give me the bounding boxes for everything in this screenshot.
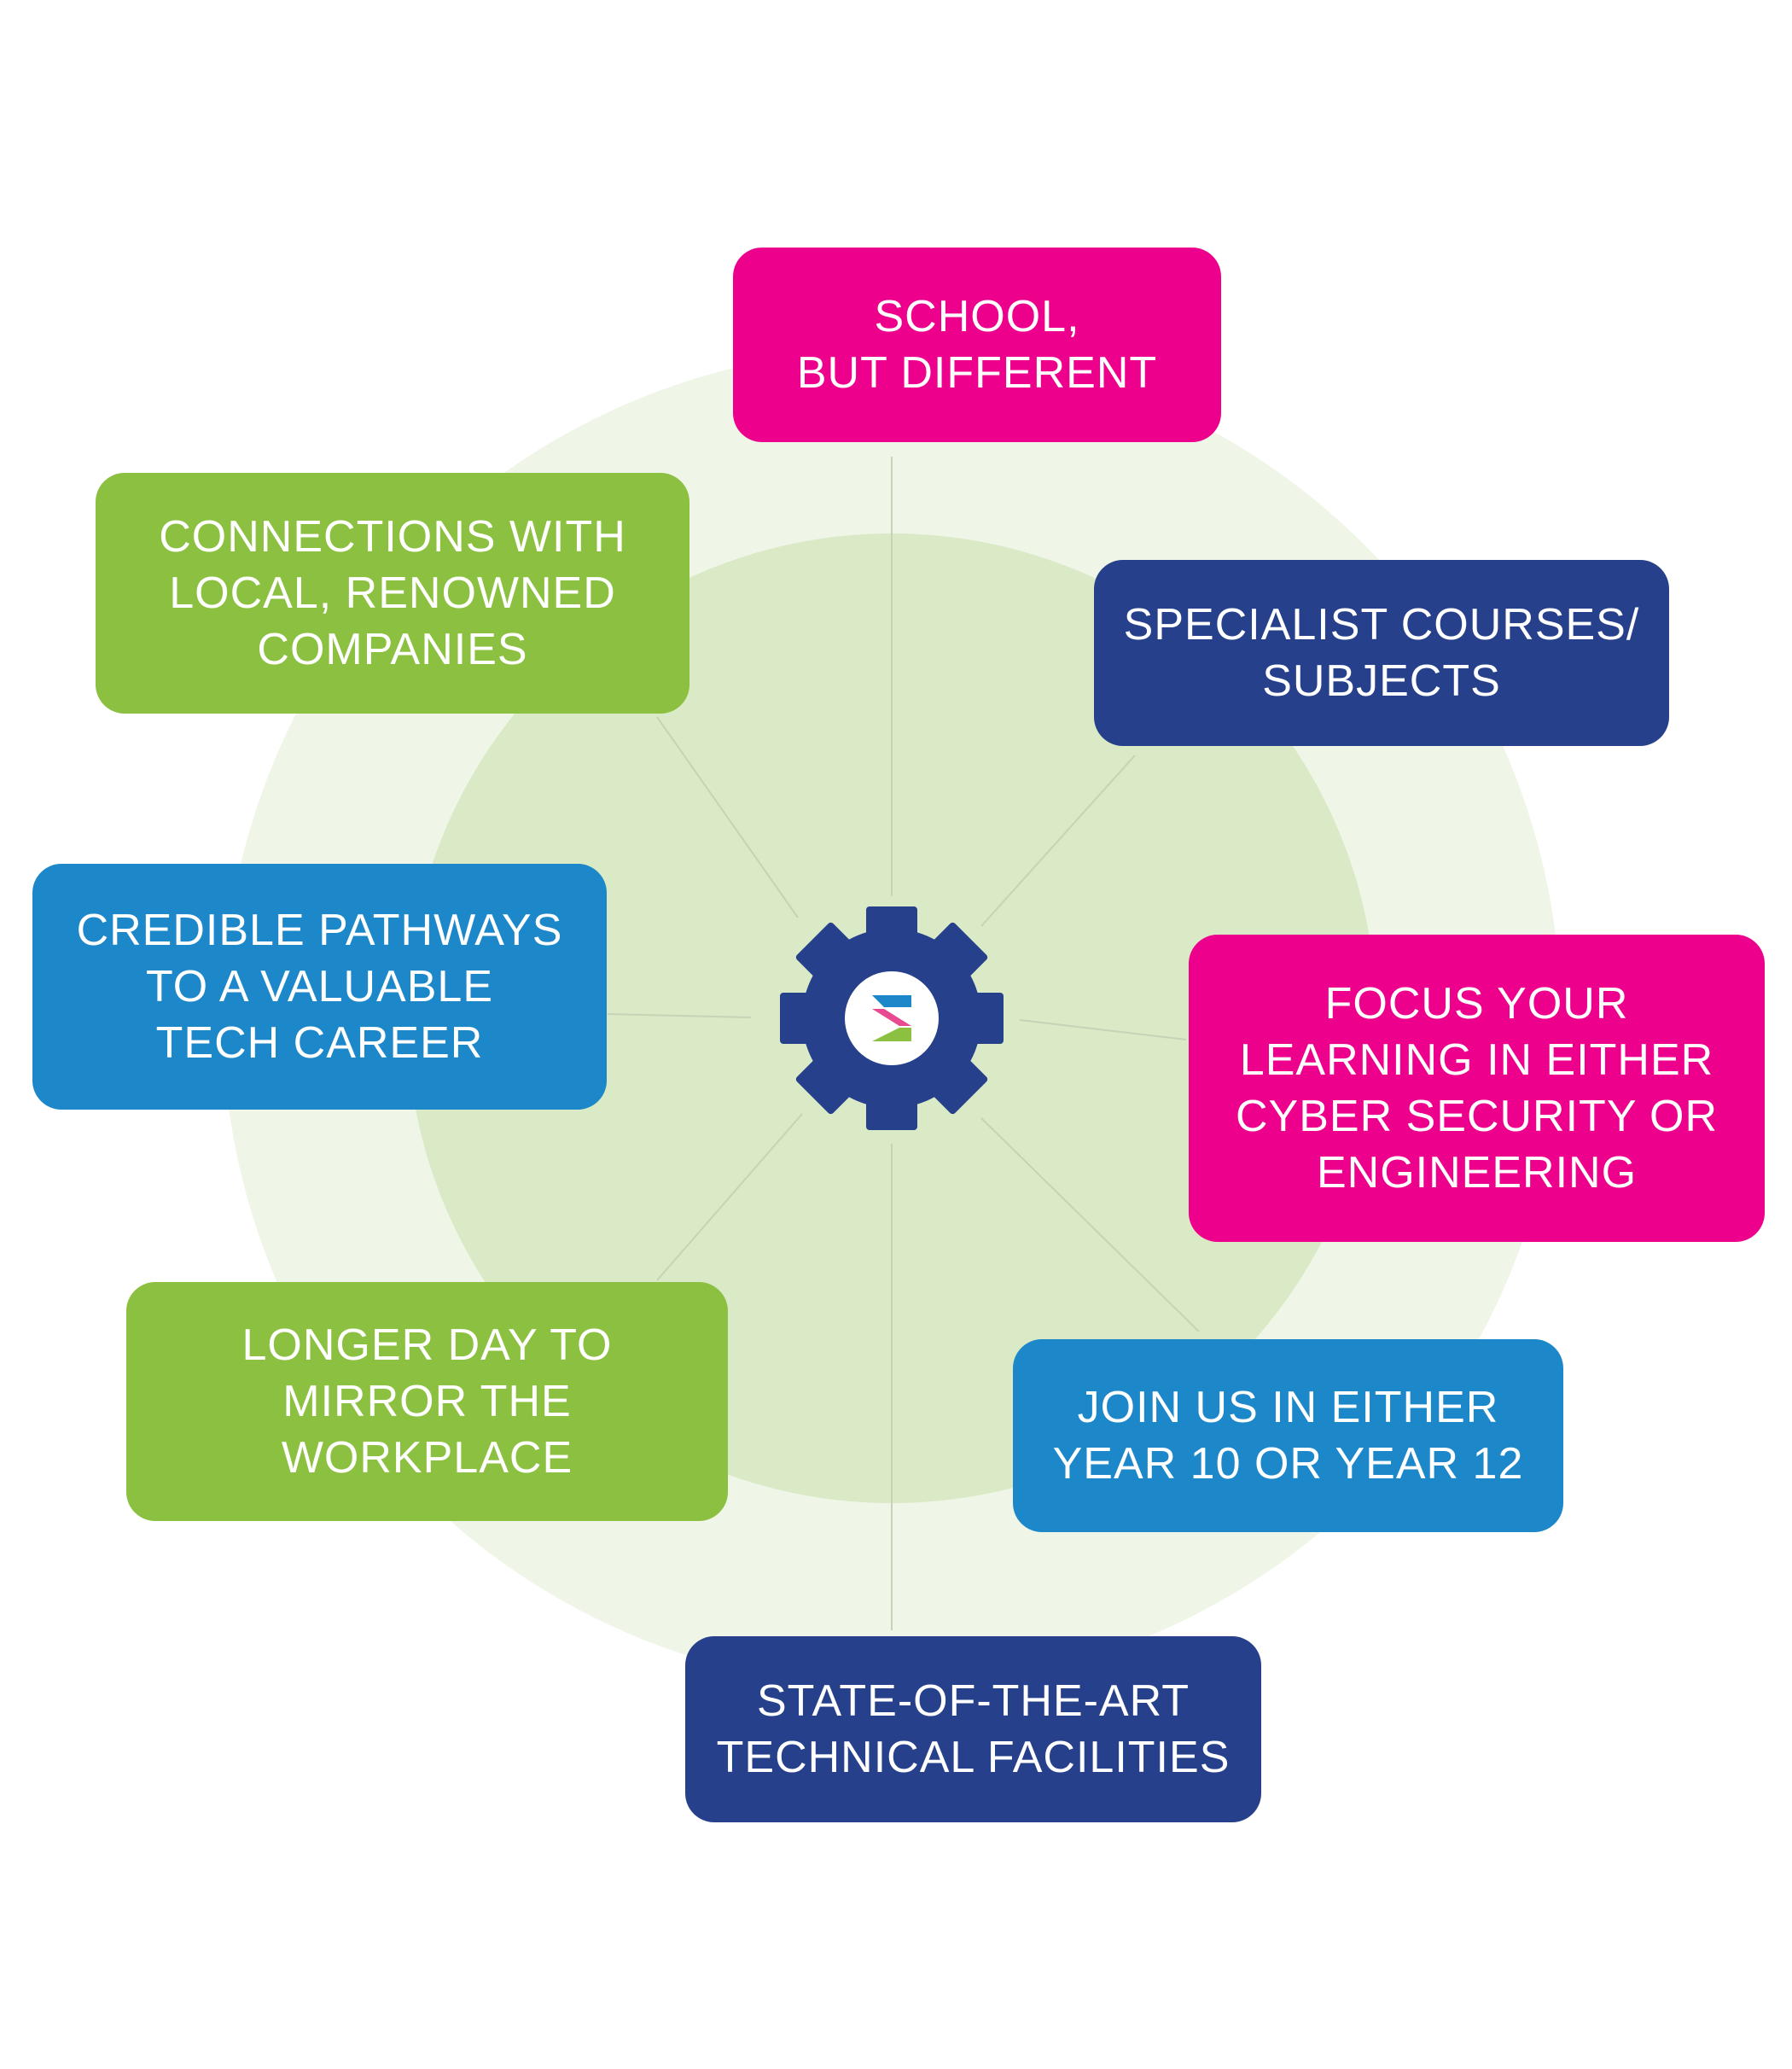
feature-credible-pathways[interactable]: CREDIBLE PATHWAYS TO A VALUABLE TECH CAR…: [32, 864, 607, 1110]
feature-join-us[interactable]: JOIN US IN EITHER YEAR 10 OR YEAR 12: [1013, 1339, 1563, 1532]
feature-specialist-courses[interactable]: SPECIALIST COURSES/ SUBJECTS: [1094, 560, 1669, 746]
spoke-bottom-right: [980, 1117, 1200, 1332]
spoke-top-right: [980, 755, 1136, 927]
feature-focus-learning[interactable]: FOCUS YOUR LEARNING IN EITHER CYBER SECU…: [1189, 935, 1765, 1242]
spoke-top-left: [656, 716, 799, 918]
connector-spokes: [607, 457, 1200, 1630]
spoke-right: [1019, 1019, 1187, 1040]
feature-longer-day[interactable]: LONGER DAY TO MIRROR THE WORKPLACE: [126, 1282, 728, 1521]
gear-logo-icon: [780, 906, 1004, 1130]
feature-technical-facilities[interactable]: STATE-OF-THE-ART TECHNICAL FACILITIES: [685, 1636, 1261, 1822]
feature-school-different[interactable]: SCHOOL, BUT DIFFERENT: [733, 248, 1221, 442]
feature-connections[interactable]: CONNECTIONS WITH LOCAL, RENOWNED COMPANI…: [96, 473, 689, 714]
spoke-bottom-left: [656, 1113, 803, 1281]
logo-s-icon: [872, 995, 911, 1041]
spoke-left: [607, 1013, 752, 1018]
